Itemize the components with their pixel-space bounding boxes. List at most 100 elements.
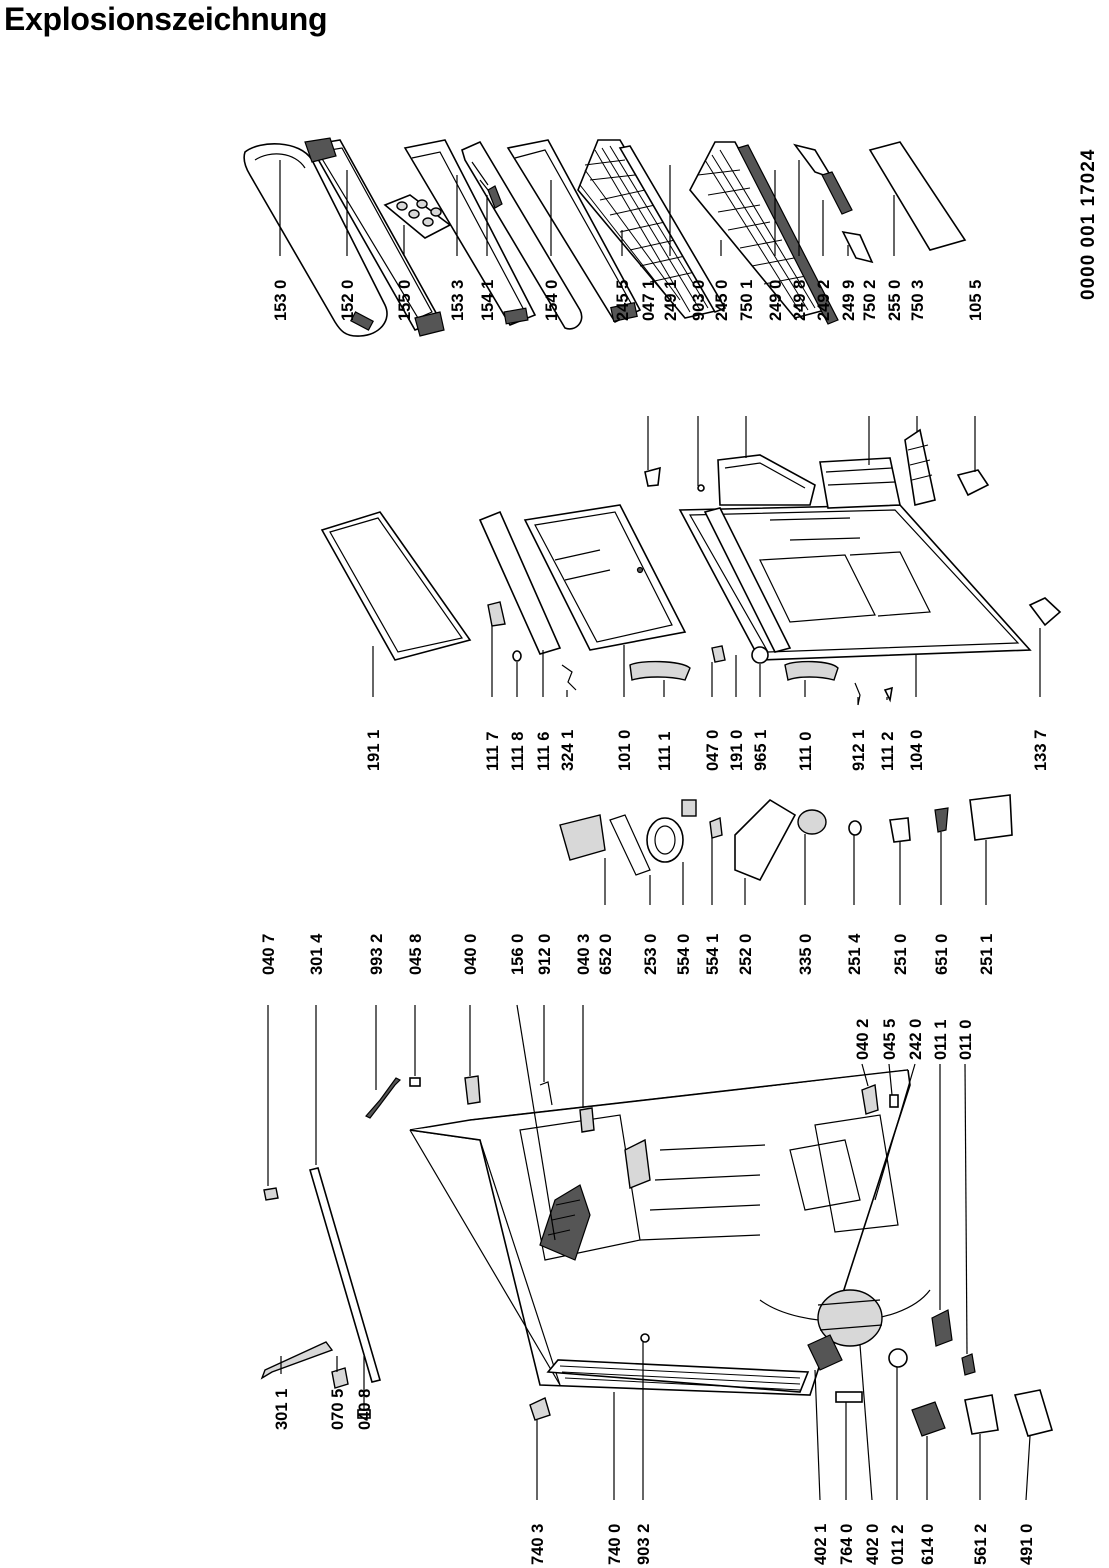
cover-251-0 xyxy=(889,817,911,843)
part-label: 047 1 xyxy=(640,280,658,321)
handle-111-1 xyxy=(629,660,691,681)
part-label: 750 1 xyxy=(738,280,756,321)
part-label: 040 3 xyxy=(575,934,593,975)
part-label: 903 2 xyxy=(635,1524,653,1565)
lamp-251-4 xyxy=(848,820,862,836)
part-label: 652 0 xyxy=(597,934,615,975)
upper-door-101-0 xyxy=(523,504,687,651)
hinge-047-0 xyxy=(711,645,726,663)
part-label: 249 1 xyxy=(662,280,680,321)
part-label: 111 2 xyxy=(879,732,897,771)
leader-lines xyxy=(267,160,1041,1501)
bracket-040-0 xyxy=(464,1075,481,1105)
part-label: 011 1 xyxy=(932,1020,950,1060)
screw-912-1 xyxy=(854,682,861,706)
part-label: 335 0 xyxy=(797,934,815,975)
relay-402-1 xyxy=(807,1334,843,1371)
part-label: 740 3 xyxy=(529,1524,547,1565)
part-label: 301 1 xyxy=(273,1389,291,1430)
drawer-grille-750-3 xyxy=(904,428,936,506)
part-label: 154 1 xyxy=(479,280,497,321)
clip-740-3 xyxy=(529,1397,551,1421)
part-shapes xyxy=(243,137,1062,1437)
foot-011-0 xyxy=(961,1353,976,1376)
cover-491-0 xyxy=(1013,1389,1054,1437)
part-label: 111 7 xyxy=(484,732,502,771)
part-label: 104 0 xyxy=(908,730,926,771)
part-label: 047 0 xyxy=(704,730,722,771)
part-label: 993 2 xyxy=(368,934,386,975)
part-label: 324 1 xyxy=(559,730,577,771)
part-070-5 xyxy=(331,1367,349,1389)
top-rail-301-1 xyxy=(260,1341,334,1380)
part-label: 105 5 xyxy=(967,280,985,321)
part-label: 011 2 xyxy=(889,1525,907,1565)
part-label: 912 0 xyxy=(536,934,554,975)
cabinet-body xyxy=(409,1069,931,1396)
part-label: 903 0 xyxy=(690,280,708,321)
rail-249-2 xyxy=(821,171,853,215)
lamp-holder-554-1 xyxy=(709,817,723,839)
part-label: 245 5 xyxy=(614,280,632,321)
part-label: 764 0 xyxy=(838,1524,856,1565)
part-label: 011 0 xyxy=(957,1020,975,1060)
hinge-cover-133-7 xyxy=(1028,597,1062,627)
part-label: 191 0 xyxy=(728,730,746,771)
part-label: 111 0 xyxy=(797,732,815,771)
wire-shelf-245-0 xyxy=(689,141,827,319)
part-label: 153 0 xyxy=(272,280,290,321)
thermostat-bracket-252-0-cab xyxy=(624,1138,651,1189)
plug-045-8 xyxy=(409,1077,421,1087)
door-gasket-191-1 xyxy=(320,511,472,661)
part-label: 614 0 xyxy=(919,1524,937,1565)
part-label: 111 8 xyxy=(509,732,527,771)
knob-965-1 xyxy=(751,646,769,664)
shelf-trim-249-1 xyxy=(618,145,727,313)
part-label: 251 1 xyxy=(978,934,996,975)
part-561-2 xyxy=(964,1394,999,1435)
part-label: 402 0 xyxy=(864,1524,882,1565)
part-label: 252 0 xyxy=(737,934,755,975)
bracket-040-2 xyxy=(861,1084,879,1115)
part-label: 152 0 xyxy=(339,280,357,321)
part-label: 040 8 xyxy=(356,1389,374,1430)
pin-903-0 xyxy=(697,484,705,492)
part-label: 245 0 xyxy=(713,280,731,321)
condenser-740-0 xyxy=(546,1359,810,1393)
lower-door-104-0 xyxy=(678,504,1032,661)
part-label: 750 3 xyxy=(909,280,927,321)
top-rail-301-4 xyxy=(308,1167,382,1383)
part-label: 251 0 xyxy=(892,934,910,975)
part-label: 301 4 xyxy=(308,933,326,975)
relay-614-0 xyxy=(911,1401,946,1437)
part-label: 045 8 xyxy=(407,934,425,975)
part-label: 155 0 xyxy=(396,280,414,321)
hinge-047-1 xyxy=(644,466,661,487)
part-label: 561 2 xyxy=(972,1524,990,1565)
compressor-402-0 xyxy=(817,1289,883,1347)
part-label: 740 0 xyxy=(606,1524,624,1565)
clip-249-9 xyxy=(841,230,874,264)
page-title: Explosionszeichnung xyxy=(4,1,328,37)
part-label: 040 2 xyxy=(854,1019,872,1060)
cable-993-2 xyxy=(365,1077,402,1119)
handle-cap-111-7 xyxy=(487,601,506,627)
knob-335-0 xyxy=(797,809,827,835)
drawer-front-750-2 xyxy=(819,457,901,509)
part-label: 491 0 xyxy=(1018,1524,1036,1565)
part-label: 402 1 xyxy=(812,1524,830,1565)
evaporator-156-0 xyxy=(539,1184,591,1261)
part-label: 251 4 xyxy=(846,933,864,975)
cap-111-8 xyxy=(512,650,522,662)
part-labels: 153 0 152 0 155 0 153 3 154 1 154 0 245 … xyxy=(260,280,1050,1565)
hinge-011-1 xyxy=(931,1309,953,1347)
part-label: 156 0 xyxy=(509,934,527,975)
wire-shelf-245-5 xyxy=(577,139,722,319)
lamp-554-0 xyxy=(646,799,697,863)
part-label: 249 2 xyxy=(815,280,833,321)
part-label: 111 1 xyxy=(656,732,674,771)
part-label: 154 0 xyxy=(543,280,561,321)
part-label: 912 1 xyxy=(850,730,868,771)
shelf-trim-249-0 xyxy=(737,144,839,325)
screw-651-0 xyxy=(934,807,949,833)
